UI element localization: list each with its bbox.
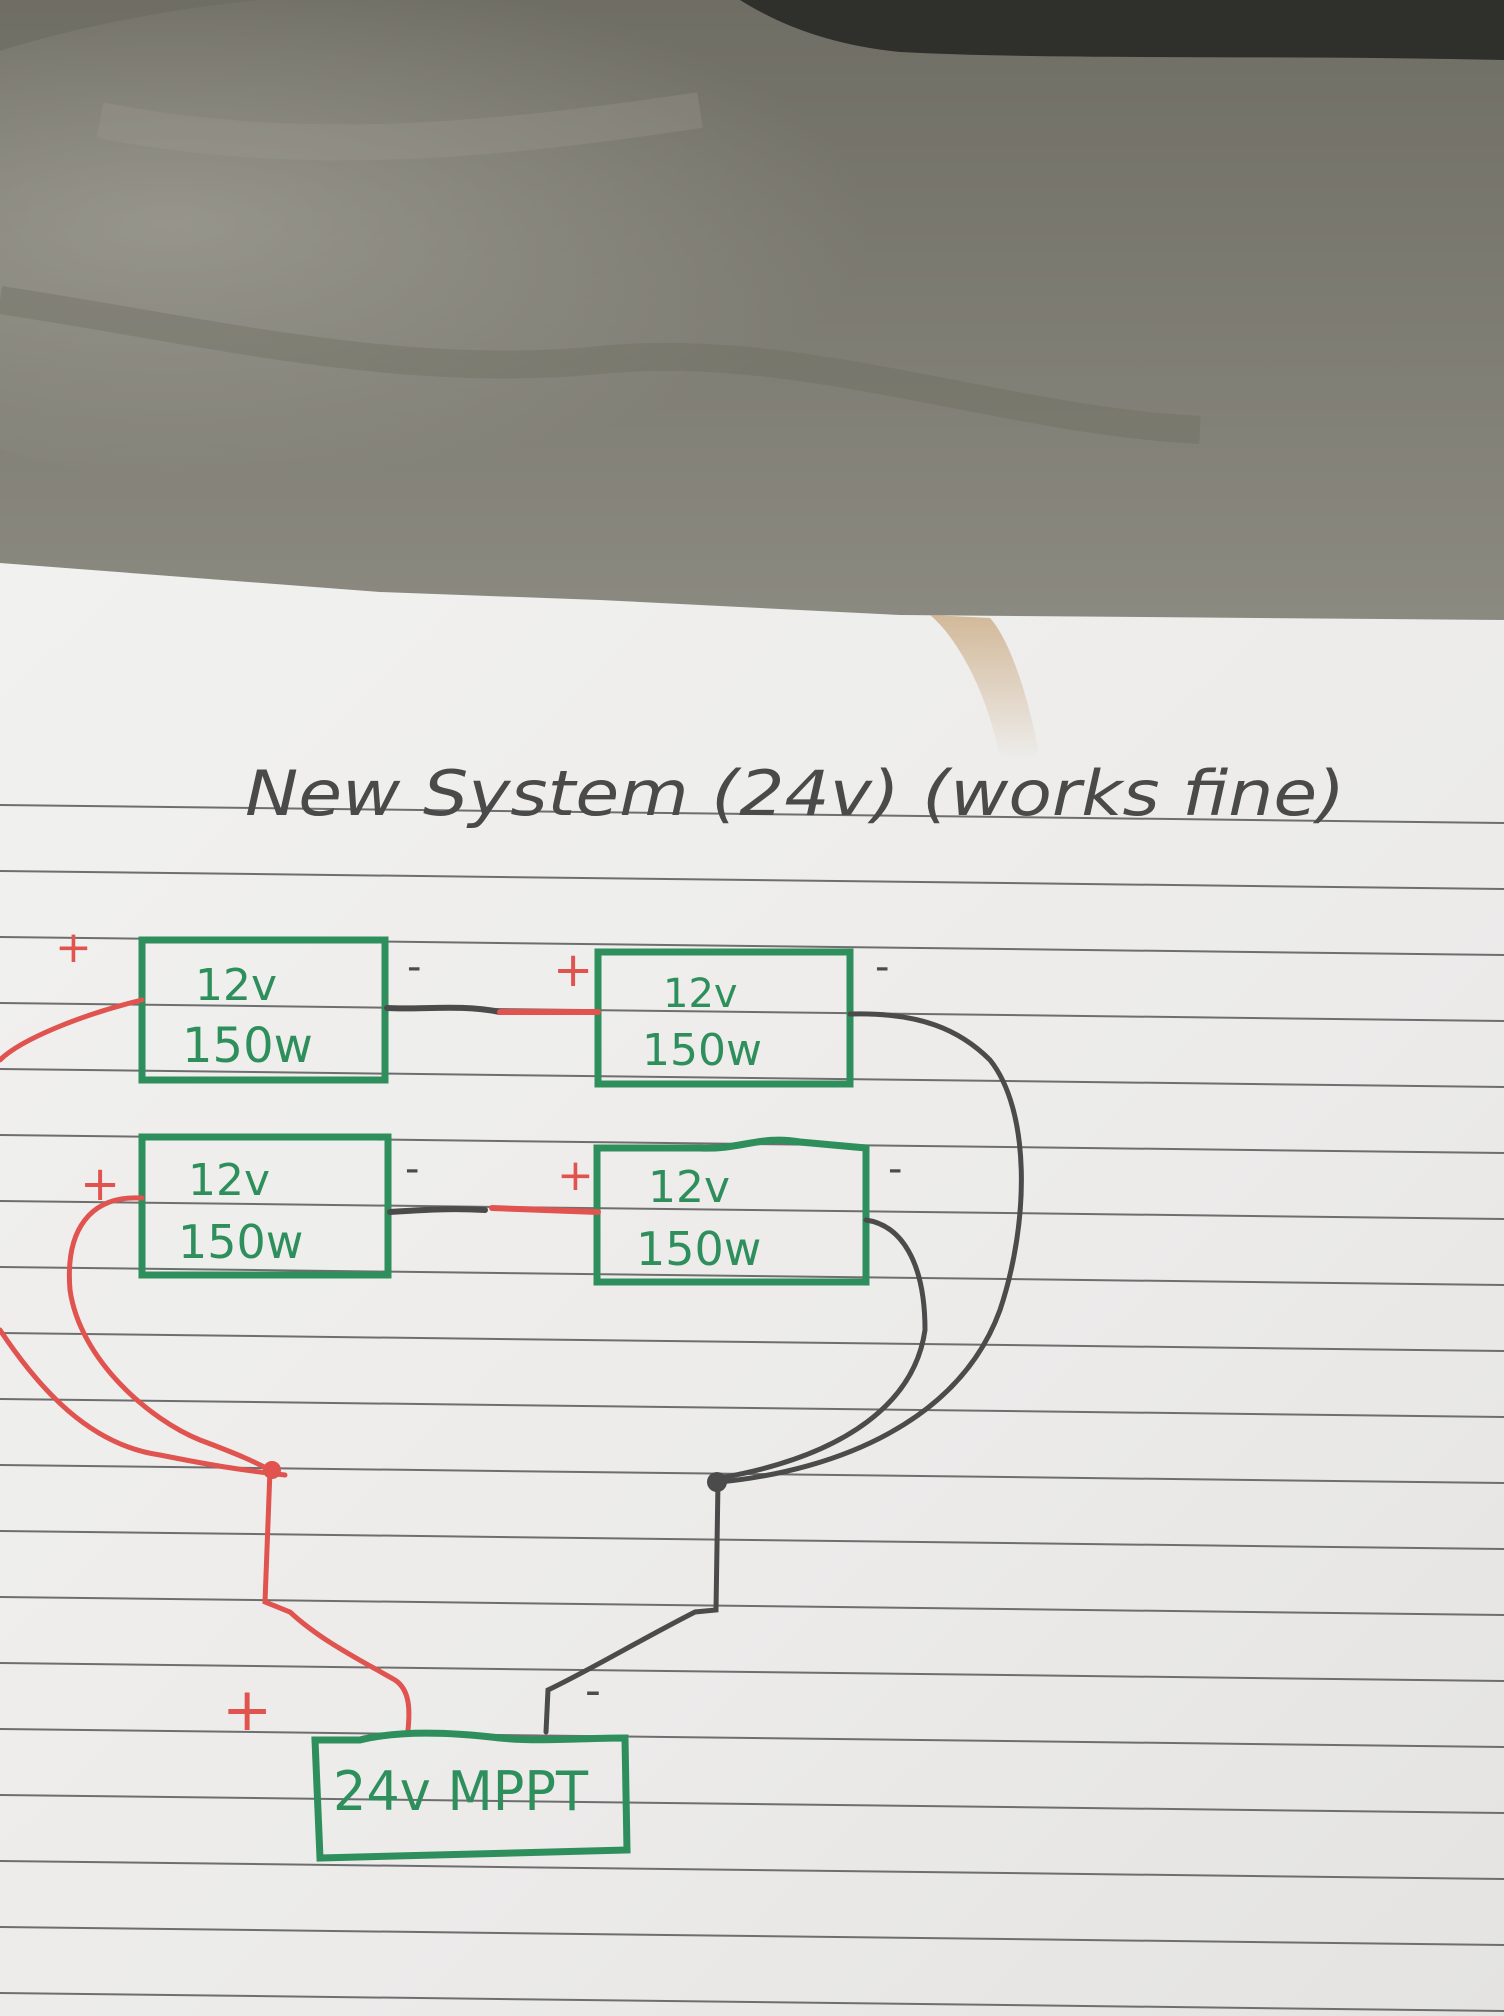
controller-positive-label: +	[222, 1675, 272, 1745]
mppt-controller: 24v MPPT + -	[222, 1665, 631, 1862]
negative-terminal-label: -	[888, 1146, 902, 1192]
ruled-line	[0, 1530, 1504, 1550]
ruled-line	[0, 1662, 1504, 1682]
notebook-paper	[0, 563, 1504, 2016]
panel-voltage: 12v	[663, 971, 738, 1017]
panel-wattage: 150w	[642, 1025, 762, 1076]
positive-terminal-label: +	[55, 922, 92, 973]
solar-panel-top-right: 12v 150w + -	[553, 942, 889, 1088]
ruled-line	[0, 1596, 1504, 1616]
diagram-title: New System (24v) (works fine)	[245, 757, 1345, 830]
positive-terminal-label: +	[553, 942, 593, 998]
solar-panel-bottom-right: 12v 150w + -	[557, 1136, 902, 1286]
ruled-line	[0, 1728, 1504, 1748]
ruled-line	[0, 870, 1504, 890]
ruled-line	[0, 1068, 1504, 1088]
negative-terminal-label: -	[405, 1146, 419, 1192]
negative-terminal-label: -	[407, 944, 421, 990]
panel-wattage: 150w	[178, 1215, 303, 1269]
panel-voltage: 12v	[195, 960, 277, 1011]
negative-wiring	[543, 1011, 1024, 1735]
series-link-top	[384, 1004, 601, 1015]
solar-panel-bottom-left: 12v 150w + -	[80, 1133, 419, 1279]
ruled-line	[0, 1266, 1504, 1286]
ruled-line	[0, 1332, 1504, 1352]
controller-label: 24v MPPT	[333, 1760, 589, 1823]
ruled-line	[0, 1398, 1504, 1418]
ruled-line	[0, 1860, 1504, 1880]
panel-voltage: 12v	[648, 1162, 730, 1213]
series-link-bottom	[387, 1205, 601, 1215]
panel-voltage: 12v	[188, 1155, 270, 1206]
ruled-line	[0, 1926, 1504, 1946]
ruled-line	[0, 1002, 1504, 1022]
panel-wattage: 150w	[182, 1018, 313, 1074]
positive-terminal-label: +	[557, 1150, 594, 1201]
negative-terminal-label: -	[875, 944, 889, 990]
ruled-line	[0, 1200, 1504, 1220]
controller-negative-label: -	[585, 1665, 601, 1716]
ruled-lines	[0, 804, 1504, 2012]
ruled-line	[0, 1992, 1504, 2012]
positive-wiring	[0, 997, 412, 1733]
ruled-line	[0, 804, 1504, 824]
panel-wattage: 150w	[636, 1222, 761, 1276]
ruled-line	[0, 1794, 1504, 1814]
